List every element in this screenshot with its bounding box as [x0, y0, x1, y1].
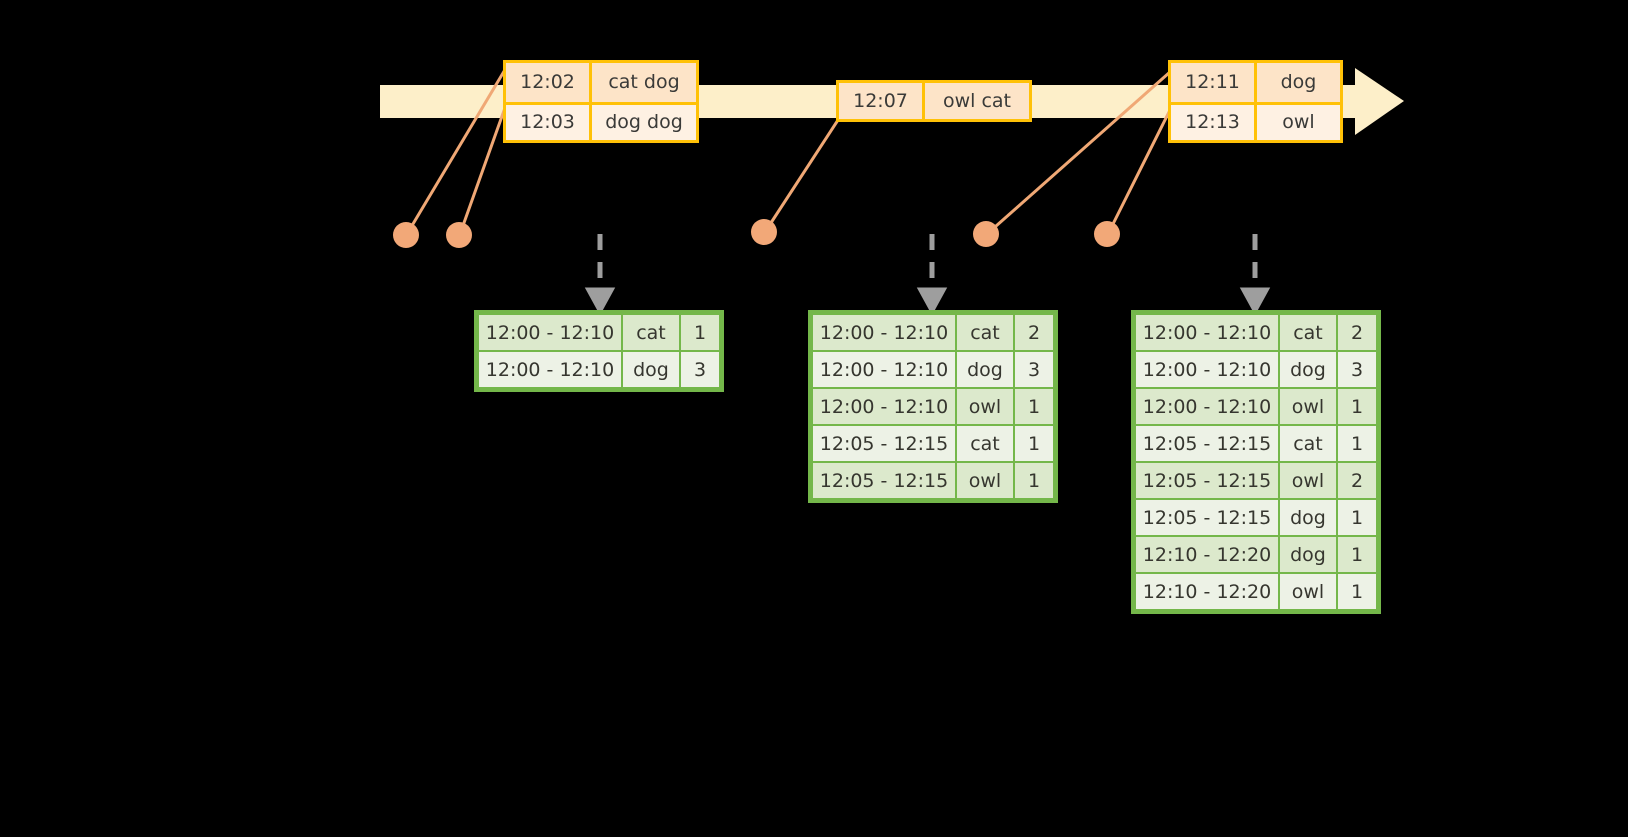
- event-time: 12:07: [839, 83, 925, 119]
- table-row[interactable]: 12:00 - 12:10 dog 3: [1135, 351, 1377, 388]
- event-row[interactable]: 12:13 owl: [1171, 101, 1340, 140]
- cell-word: cat: [623, 315, 679, 350]
- cell-count: 3: [1015, 352, 1053, 387]
- event-row[interactable]: 12:07 owl cat: [839, 83, 1029, 119]
- cell-count: 2: [1338, 463, 1376, 498]
- table-row[interactable]: 12:00 - 12:10 dog 3: [812, 351, 1054, 388]
- cell-window: 12:05 - 12:15: [1136, 463, 1278, 498]
- table-row[interactable]: 12:00 - 12:10 owl 1: [812, 388, 1054, 425]
- dashed-arrows: [584, 234, 1271, 316]
- table-row[interactable]: 12:00 - 12:10 owl 1: [1135, 388, 1377, 425]
- dashed-arrow-2: [916, 234, 948, 316]
- cell-window: 12:00 - 12:10: [479, 352, 621, 387]
- cell-word: cat: [1280, 315, 1336, 350]
- cell-word: owl: [1280, 389, 1336, 424]
- cell-window: 12:00 - 12:10: [1136, 315, 1278, 350]
- event-time: 12:13: [1171, 104, 1257, 140]
- event-words: owl cat: [942, 90, 1012, 112]
- cell-count: 1: [681, 315, 719, 350]
- cell-count: 1: [1338, 426, 1376, 461]
- table-row[interactable]: 12:00 - 12:10 cat 1: [478, 314, 720, 351]
- event-words: owl: [1282, 111, 1315, 134]
- cell-word: dog: [957, 352, 1013, 387]
- connector-dots: [393, 219, 1120, 248]
- cell-word: cat: [957, 315, 1013, 350]
- event-row[interactable]: 12:03 dog dog: [506, 101, 696, 140]
- event-time: 12:11: [1171, 63, 1257, 102]
- event-box-group-2[interactable]: 12:07 owl cat: [836, 80, 1032, 122]
- cell-window: 12:05 - 12:15: [813, 426, 955, 461]
- cell-window: 12:00 - 12:10: [813, 352, 955, 387]
- dot-event-1203: [446, 222, 472, 248]
- cell-window: 12:10 - 12:20: [1136, 574, 1278, 609]
- event-words: cat dog: [608, 71, 680, 94]
- cell-word: owl: [957, 463, 1013, 498]
- table-row[interactable]: 12:00 - 12:10 cat 2: [812, 314, 1054, 351]
- cell-window: 12:00 - 12:10: [1136, 389, 1278, 424]
- cell-word: dog: [1280, 352, 1336, 387]
- cell-word: owl: [1280, 574, 1336, 609]
- table-row[interactable]: 12:05 - 12:15 cat 1: [812, 425, 1054, 462]
- cell-count: 2: [1015, 315, 1053, 350]
- cell-word: dog: [1280, 500, 1336, 535]
- cell-window: 12:05 - 12:15: [1136, 500, 1278, 535]
- cell-count: 3: [681, 352, 719, 387]
- dot-event-1207: [751, 219, 777, 245]
- cell-window: 12:00 - 12:10: [813, 389, 955, 424]
- cell-count: 1: [1015, 426, 1053, 461]
- cell-count: 2: [1338, 315, 1376, 350]
- cell-count: 1: [1338, 500, 1376, 535]
- event-box-group-3[interactable]: 12:11 dog 12:13 owl: [1168, 60, 1343, 143]
- dot-event-1202: [393, 222, 419, 248]
- cell-window: 12:00 - 12:10: [479, 315, 621, 350]
- table-row[interactable]: 12:05 - 12:15 dog 1: [1135, 499, 1377, 536]
- cell-word: dog: [1280, 537, 1336, 572]
- event-time: 12:03: [506, 104, 592, 140]
- dashed-arrow-1: [584, 234, 616, 316]
- cell-count: 1: [1338, 574, 1376, 609]
- cell-count: 1: [1338, 537, 1376, 572]
- event-words: dog: [1280, 71, 1317, 94]
- table-row[interactable]: 12:10 - 12:20 dog 1: [1135, 536, 1377, 573]
- result-table-1[interactable]: 12:00 - 12:10 cat 1 12:00 - 12:10 dog 3: [474, 310, 724, 392]
- event-row[interactable]: 12:11 dog: [1171, 63, 1340, 102]
- table-row[interactable]: 12:10 - 12:20 owl 1: [1135, 573, 1377, 610]
- cell-window: 12:10 - 12:20: [1136, 537, 1278, 572]
- table-row[interactable]: 12:00 - 12:10 cat 2: [1135, 314, 1377, 351]
- dot-event-1213: [1094, 221, 1120, 247]
- cell-word: owl: [1280, 463, 1336, 498]
- cell-window: 12:05 - 12:15: [1136, 426, 1278, 461]
- cell-count: 1: [1015, 463, 1053, 498]
- cell-window: 12:05 - 12:15: [813, 463, 955, 498]
- event-words: dog dog: [605, 111, 683, 134]
- cell-word: cat: [957, 426, 1013, 461]
- cell-window: 12:00 - 12:10: [813, 315, 955, 350]
- result-table-3[interactable]: 12:00 - 12:10 cat 2 12:00 - 12:10 dog 3 …: [1131, 310, 1381, 614]
- cell-count: 1: [1338, 389, 1376, 424]
- cell-count: 3: [1338, 352, 1376, 387]
- cell-word: owl: [957, 389, 1013, 424]
- table-row[interactable]: 12:05 - 12:15 owl 2: [1135, 462, 1377, 499]
- cell-window: 12:00 - 12:10: [1136, 352, 1278, 387]
- result-table-2[interactable]: 12:00 - 12:10 cat 2 12:00 - 12:10 dog 3 …: [808, 310, 1058, 503]
- dot-event-1211: [973, 221, 999, 247]
- cell-word: dog: [623, 352, 679, 387]
- cell-count: 1: [1015, 389, 1053, 424]
- table-row[interactable]: 12:05 - 12:15 owl 1: [812, 462, 1054, 499]
- dashed-arrow-3: [1239, 234, 1271, 316]
- event-time: 12:02: [506, 63, 592, 102]
- event-box-group-1[interactable]: 12:02 cat dog 12:03 dog dog: [503, 60, 699, 143]
- table-row[interactable]: 12:00 - 12:10 dog 3: [478, 351, 720, 388]
- event-row[interactable]: 12:02 cat dog: [506, 63, 696, 102]
- table-row[interactable]: 12:05 - 12:15 cat 1: [1135, 425, 1377, 462]
- cell-word: cat: [1280, 426, 1336, 461]
